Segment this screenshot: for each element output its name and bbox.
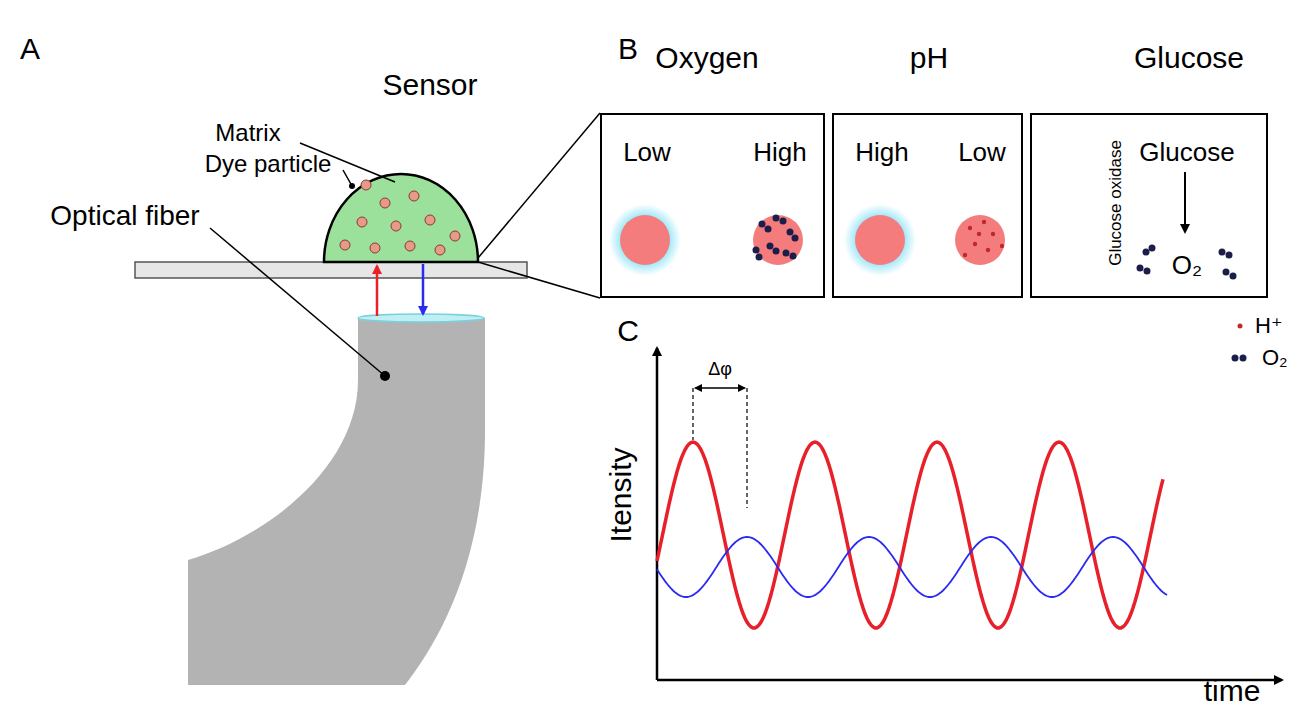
enzyme-label: Glucose oxidase bbox=[1107, 140, 1126, 266]
matrix-dome bbox=[324, 174, 478, 262]
panel-heading: pH bbox=[910, 41, 948, 74]
substrate-label: Glucose bbox=[1139, 138, 1234, 167]
legend-text: H⁺ bbox=[1255, 314, 1283, 338]
product-label: O₂ bbox=[1172, 251, 1202, 280]
state-label: High bbox=[855, 138, 908, 167]
legend-sample bbox=[1238, 324, 1243, 329]
dye-particle bbox=[855, 215, 905, 265]
part-label: Dye particle bbox=[205, 151, 332, 177]
panel-letter: C bbox=[617, 314, 639, 347]
emission-signal bbox=[657, 537, 1167, 597]
protons bbox=[963, 220, 1004, 257]
dye-particle bbox=[753, 215, 803, 265]
panel-box: OxygenLowHigh bbox=[600, 113, 825, 298]
phase-marker bbox=[692, 388, 693, 440]
oxygen-molecules bbox=[753, 215, 799, 261]
panel-box: pHHighLow bbox=[832, 113, 1023, 298]
state-label: High bbox=[753, 138, 806, 167]
dye-particle bbox=[955, 215, 1005, 265]
phase-label: Δφ bbox=[708, 360, 732, 380]
legend-sample bbox=[1232, 355, 1239, 362]
emission-arrow bbox=[422, 264, 425, 314]
panel-box: GlucoseGlucoseGlucose oxidaseO₂ bbox=[1030, 113, 1268, 298]
excitation-signal bbox=[657, 442, 1163, 628]
state-label: Low bbox=[623, 138, 671, 167]
legend-text: O₂ bbox=[1262, 346, 1288, 370]
x-axis bbox=[657, 679, 1282, 682]
leader-dot bbox=[349, 183, 355, 189]
zoom-line bbox=[478, 113, 600, 258]
glow bbox=[844, 204, 916, 276]
leader-dot bbox=[380, 371, 390, 381]
phase-marker bbox=[746, 388, 747, 508]
optical-fiber bbox=[188, 318, 485, 685]
panel-letter: A bbox=[20, 32, 40, 65]
dye-particle bbox=[620, 215, 670, 265]
reaction-arrow bbox=[1184, 172, 1186, 232]
oxygen-molecules bbox=[1137, 245, 1237, 280]
glow bbox=[609, 204, 681, 276]
part-label: Matrix bbox=[215, 120, 280, 146]
part-label: Optical fiber bbox=[50, 201, 199, 232]
axis-label: time bbox=[1204, 674, 1261, 707]
panel-heading: Glucose bbox=[1134, 41, 1244, 74]
panel-heading: Oxygen bbox=[655, 41, 758, 74]
zoom-line bbox=[478, 262, 600, 298]
phase-arrow bbox=[695, 387, 740, 388]
axis-label: Itensity bbox=[604, 447, 637, 542]
panel-letter: B bbox=[618, 32, 638, 65]
panel-title: Sensor bbox=[382, 68, 477, 101]
leader-line bbox=[210, 228, 385, 376]
substrate bbox=[135, 262, 527, 278]
excitation-arrow bbox=[376, 266, 379, 316]
dye-particles bbox=[340, 180, 460, 255]
y-axis bbox=[656, 348, 659, 680]
legend-sample bbox=[1240, 355, 1247, 362]
state-label: Low bbox=[958, 138, 1006, 167]
